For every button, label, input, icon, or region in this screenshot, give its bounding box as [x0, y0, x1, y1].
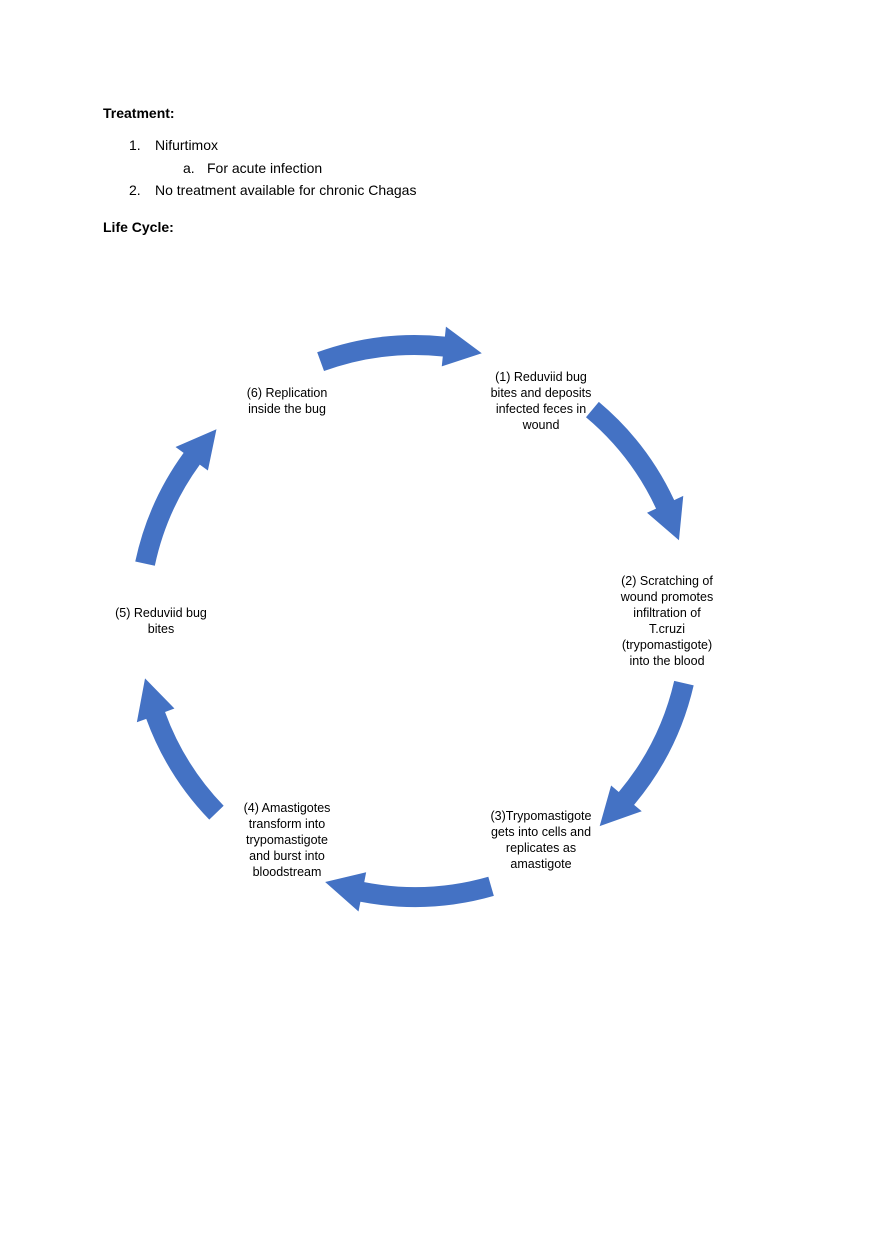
lifecycle-heading: Life Cycle:	[103, 219, 174, 235]
step-4-label: (4) Amastigotes transform into trypomast…	[243, 801, 331, 879]
list-item: No treatment available for chronic Chaga…	[155, 182, 417, 198]
cycle-arrows	[135, 326, 694, 912]
sublist-item: For acute infection	[207, 160, 323, 176]
list-number: 1.	[129, 137, 141, 153]
step-6-label: (6) Replication inside the bug	[246, 386, 328, 416]
list-number: 2.	[129, 182, 141, 198]
treatment-heading: Treatment:	[103, 105, 175, 121]
cycle-arrow-3	[599, 680, 694, 827]
cycle-arrow-2	[585, 401, 684, 541]
step-2-label: (2) Scratching of wound promotes infiltr…	[620, 574, 714, 668]
cycle-arrow-6	[135, 429, 217, 566]
sublist-letter: a.	[183, 160, 195, 176]
list-item: Nifurtimox	[155, 137, 219, 153]
step-3-label: (3)Trypomastigote gets into cells and re…	[490, 809, 592, 871]
step-1-label: (1) Reduviid bug bites and deposits infe…	[490, 370, 592, 432]
cycle-arrow-5	[136, 678, 224, 820]
cycle-arrow-1	[317, 326, 482, 372]
cycle-arrow-4	[325, 872, 494, 912]
step-5-label: (5) Reduviid bug bites	[115, 606, 207, 636]
